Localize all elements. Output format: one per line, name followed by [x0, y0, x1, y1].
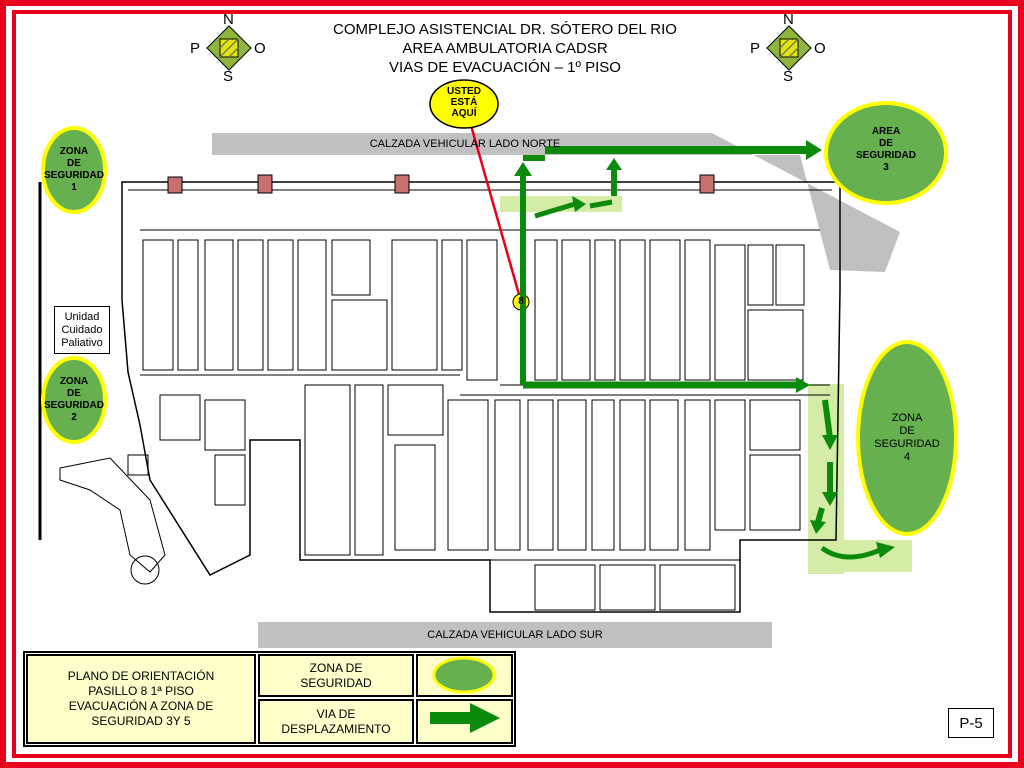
- floor-plan: [38, 174, 841, 613]
- zone-2-line-4: 2: [71, 412, 77, 423]
- zone-3-line-1: AREA: [871, 126, 901, 137]
- title-line-2: AREA AMBULATORIA CADSR: [402, 40, 608, 57]
- compass-left-south: S: [223, 68, 234, 85]
- legend-description-line-4: SEGURIDAD 3Y 5: [91, 714, 191, 728]
- zone-4-line-3: SEGURIDAD: [874, 438, 940, 450]
- north-road-label: CALZADA VEHICULAR LADO NORTE: [369, 138, 561, 150]
- zone-2-line-1: ZONA: [59, 376, 89, 387]
- legend-zone-line-1: ZONA DE: [309, 660, 363, 675]
- legend-table: [23, 651, 516, 747]
- title-line-3: VIAS DE EVACUACIÓN – 1º PISO: [389, 59, 621, 76]
- hallway-marker-label: 8: [518, 296, 524, 307]
- safety-zone-3-label: AREA DE SEGURIDAD 3: [846, 126, 926, 174]
- safety-zone-4-label: ZONA DE SEGURIDAD 4: [867, 412, 947, 464]
- zone-1-line-1: ZONA: [59, 146, 89, 157]
- zone-4-line-4: 4: [903, 451, 911, 463]
- legend-description-line-1: PLANO DE ORIENTACIÓN: [67, 669, 215, 683]
- zone-3-line-2: DE: [879, 138, 893, 149]
- you-are-here-badge: [429, 79, 499, 129]
- south-road: [258, 622, 772, 648]
- zone-1-line-2: DE: [67, 158, 81, 169]
- safety-zone-2: [41, 356, 107, 444]
- zone-4-line-2: DE: [899, 425, 915, 437]
- zone-1-line-3: SEGURIDAD: [44, 170, 105, 181]
- zone-3-line-4: 3: [883, 162, 889, 173]
- legend-zone-symbol: [432, 656, 496, 694]
- palliative-line-2: Cuidado: [61, 323, 103, 336]
- palliative-care-unit-label: Unidad Cuidado Paliativo: [54, 306, 110, 354]
- compass-left-north: N: [223, 11, 234, 28]
- safety-zone-1: [41, 126, 107, 214]
- you-are-here-pointer: [468, 121, 522, 299]
- legend-route-line-1: VIA DE: [316, 706, 356, 721]
- north-road: [212, 133, 900, 272]
- zone-2-line-2: DE: [67, 388, 81, 399]
- compass-right-north: N: [783, 11, 794, 28]
- compass-right: [766, 25, 812, 71]
- legend-zone-line-2: SEGURIDAD: [300, 675, 372, 690]
- legend-route-label: VIA DE DESPLAZAMIENTO: [258, 699, 414, 744]
- safety-zone-4: [856, 340, 958, 536]
- page-number: P-5: [948, 708, 994, 738]
- zone-4-line-1: ZONA: [891, 412, 923, 424]
- compass-right-east: O: [814, 40, 826, 57]
- zone-1-line-4: 1: [71, 182, 77, 193]
- title-line-1: COMPLEJO ASISTENCIAL DR. SÓTERO DEL RIO: [333, 21, 677, 38]
- safety-zone-1-label: ZONA DE SEGURIDAD 1: [44, 146, 104, 194]
- you-are-here-line-1: USTED: [447, 86, 481, 97]
- palliative-line-1: Unidad: [64, 310, 100, 323]
- palliative-line-3: Paliativo: [61, 336, 103, 349]
- evacuation-route: [514, 140, 895, 560]
- you-are-here-line-2: ESTÁ: [450, 97, 478, 108]
- legend-zone-label: ZONA DE SEGURIDAD: [258, 654, 414, 697]
- you-are-here-line-3: AQUÍ: [451, 108, 477, 119]
- compass-left-east: O: [254, 40, 266, 57]
- compass-right-south: S: [783, 68, 794, 85]
- legend-description: PLANO DE ORIENTACIÓN PASILLO 8 1ª PISO E…: [26, 654, 256, 744]
- zone-2-line-3: SEGURIDAD: [44, 400, 105, 411]
- inner-red-border: [12, 10, 1012, 758]
- safety-zone-3: [824, 101, 948, 205]
- south-road-label: CALZADA VEHICULAR LADO SUR: [427, 629, 603, 641]
- map-title: COMPLEJO ASISTENCIAL DR. SÓTERO DEL RIO …: [300, 20, 710, 77]
- legend-route-line-2: DESPLAZAMIENTO: [281, 721, 391, 736]
- legend-description-line-2: PASILLO 8 1ª PISO: [88, 684, 194, 698]
- compass-right-west: P: [750, 40, 761, 57]
- compass-left: [206, 25, 252, 71]
- legend-arrow-symbol: [430, 703, 500, 733]
- compass-left-west: P: [190, 40, 201, 57]
- zone-3-line-3: SEGURIDAD: [855, 150, 916, 161]
- legend-description-line-3: EVACUACIÓN A ZONA DE: [68, 699, 214, 713]
- safety-zone-2-label: ZONA DE SEGURIDAD 2: [44, 376, 104, 424]
- you-are-here-label: USTED ESTÁ AQUÍ: [436, 86, 492, 119]
